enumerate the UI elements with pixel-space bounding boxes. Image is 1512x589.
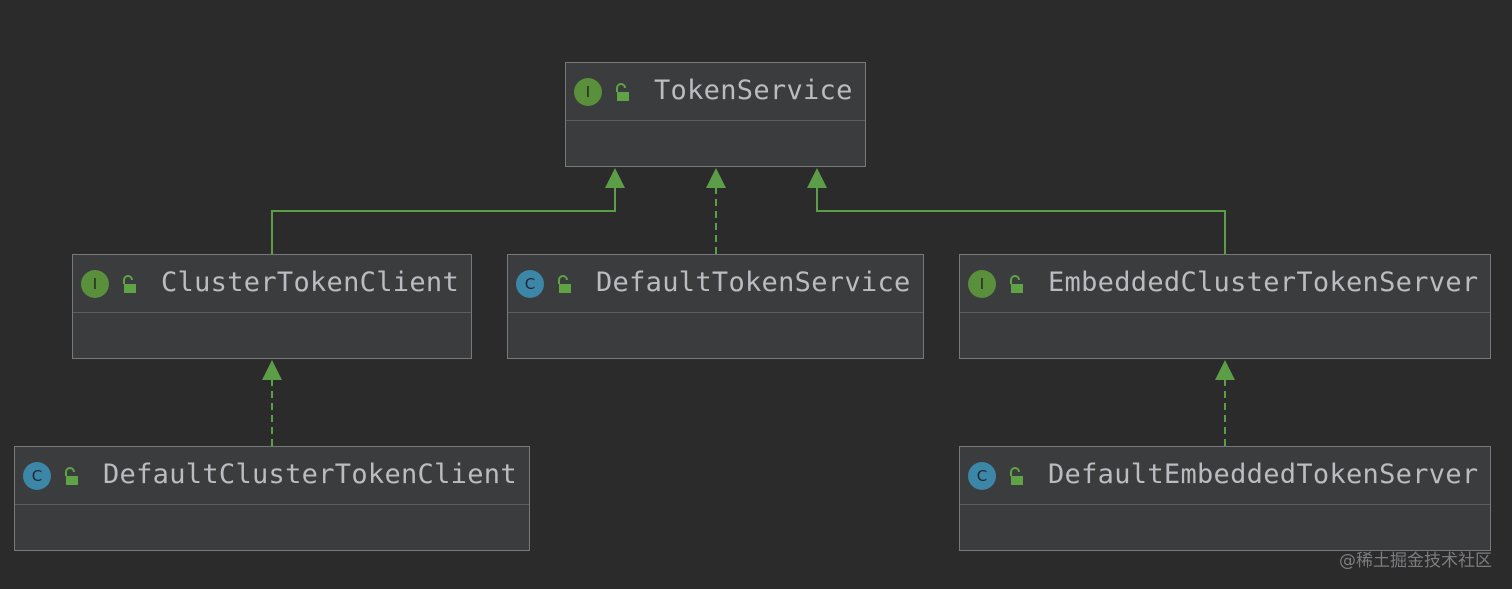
node-title: TokenService [654,75,853,106]
node-header: I ClusterTokenClient [73,255,471,313]
node-header: C DefaultTokenService [508,255,923,313]
node-title: DefaultEmbeddedTokenServer [1048,459,1479,490]
node-default-token-service[interactable]: C DefaultTokenService [507,254,924,359]
node-embedded-cluster-token-server[interactable]: I EmbeddedClusterTokenServer [959,254,1491,359]
arrowhead-icon [262,360,282,380]
unlocked-padlock-icon [65,467,78,485]
interface-badge-icon: I [968,270,996,298]
node-header: I EmbeddedClusterTokenServer [960,255,1490,313]
node-cluster-token-client[interactable]: I ClusterTokenClient [72,254,472,359]
node-title: DefaultTokenService [596,267,911,298]
class-badge-icon: C [516,270,544,298]
edge-cluster-token-client-to-token-service [271,170,616,254]
arrowhead-icon [706,168,726,188]
node-default-cluster-token-client[interactable]: C DefaultClusterTokenClient [14,446,530,551]
unlocked-padlock-icon [1010,275,1023,293]
watermark: @稀土掘金技术社区 [1339,551,1492,571]
class-badge-icon: C [23,462,51,490]
node-title: ClusterTokenClient [161,267,459,298]
node-header: C DefaultEmbeddedTokenServer [960,447,1490,505]
interface-badge-icon: I [574,78,602,106]
node-default-embedded-token-server[interactable]: C DefaultEmbeddedTokenServer [959,446,1491,551]
arrowhead-icon [1215,360,1235,380]
unlocked-padlock-icon [1010,467,1023,485]
arrowhead-icon [807,168,827,188]
node-token-service[interactable]: I TokenService [565,62,866,167]
node-title: DefaultClusterTokenClient [103,459,517,490]
node-header: C DefaultClusterTokenClient [15,447,529,505]
unlocked-padlock-icon [123,275,136,293]
class-badge-icon: C [968,462,996,490]
node-header: I TokenService [566,63,865,121]
edge-embedded-cluster-token-server-to-token-service [816,170,1226,254]
node-title: EmbeddedClusterTokenServer [1048,267,1479,298]
arrowhead-icon [605,168,625,188]
unlocked-padlock-icon [558,275,571,293]
unlocked-padlock-icon [616,83,629,101]
interface-badge-icon: I [81,270,109,298]
